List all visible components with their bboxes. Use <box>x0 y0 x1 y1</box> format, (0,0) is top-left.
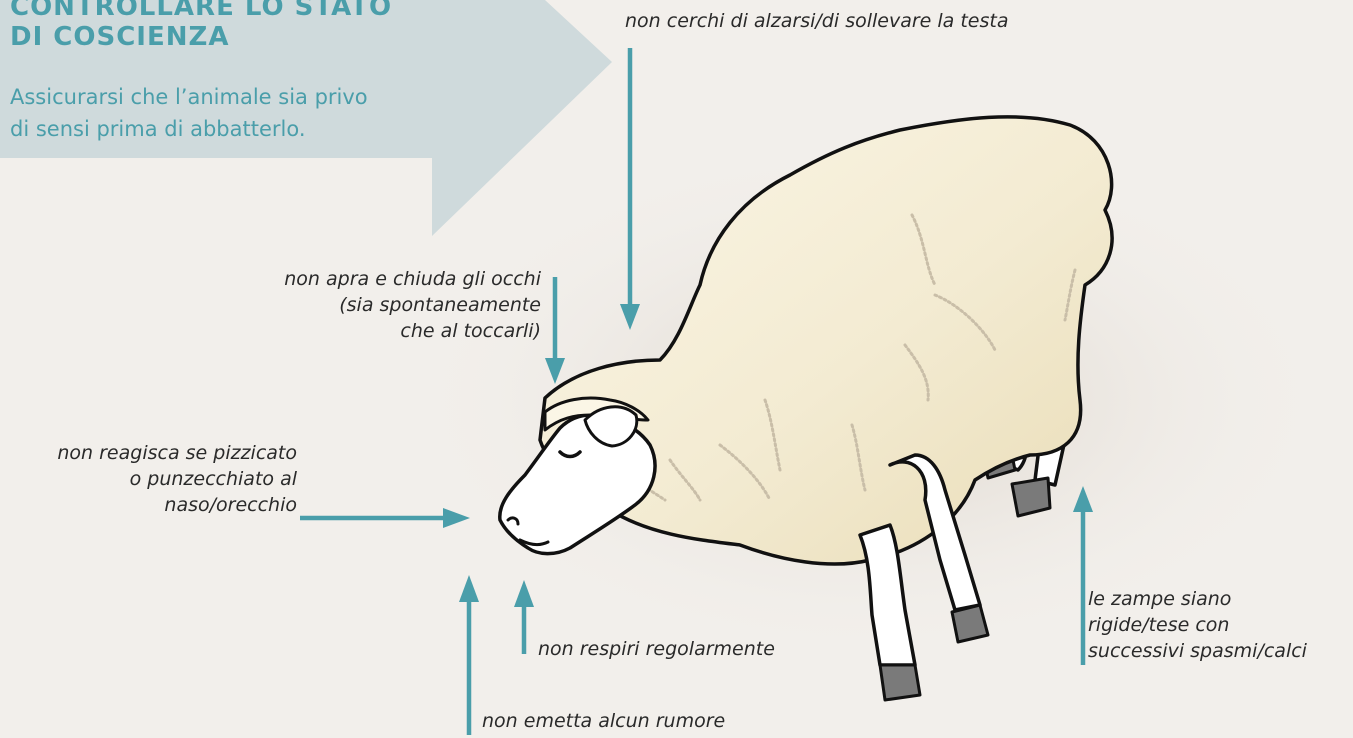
sheep-front-hoof <box>878 663 922 702</box>
sheep-closed-eye <box>558 450 582 459</box>
info-panel <box>0 0 612 236</box>
sheep-ear <box>583 405 639 448</box>
sheep-nostril <box>506 516 520 526</box>
label-breathing: non respiri regolarmente <box>538 638 775 660</box>
panel-subtitle: Assicurarsi che l’animale sia privo di s… <box>10 85 368 141</box>
sheep-mouth <box>518 538 550 546</box>
label-legs: le zampe siano rigide/tese con successiv… <box>1088 588 1307 662</box>
label-eyes: non apra e chiuda gli occhi (sia spontan… <box>284 268 541 342</box>
sheep-head <box>498 413 657 556</box>
arrow-legs-sign <box>1073 486 1093 665</box>
sheep-body <box>538 115 1114 566</box>
arrow-head-sign <box>620 48 640 330</box>
arrow-noise-sign <box>459 575 479 735</box>
panel-title: CONTROLLARE LO STATO DI COSCIENZA <box>10 0 393 52</box>
arrow-breathing-sign <box>514 580 534 654</box>
sheep-back-hoof-2 <box>1010 476 1052 518</box>
label-pinch: non reagisca se pizzicato o punzecchiato… <box>57 442 297 516</box>
label-head: non cerchi di alzarsi/di sollevare la te… <box>625 10 1009 32</box>
sheep-front-hoof-2 <box>950 603 990 644</box>
label-noise: non emetta alcun rumore <box>482 710 726 732</box>
arrow-eyes-sign <box>545 277 565 384</box>
arrow-pinch-sign <box>300 508 470 528</box>
unconscious-sheep-illustration <box>498 115 1114 702</box>
